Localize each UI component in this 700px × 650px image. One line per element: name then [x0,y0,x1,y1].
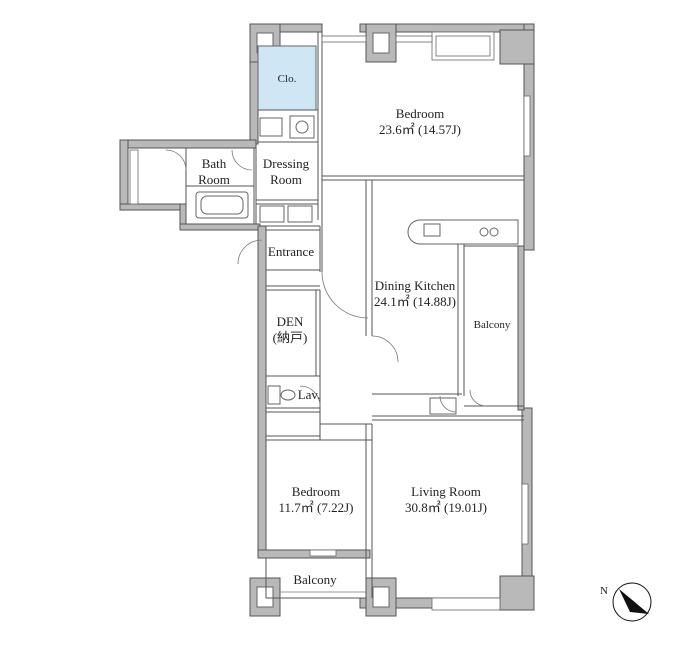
side-balcony-label: Balcony [474,319,511,331]
dressing-label-line2: Room [270,172,302,187]
den-label-line1: DEN [277,314,304,329]
bedroom-main-area: 23.6㎡ (14.57J) [379,122,461,137]
dining-kitchen-label: Dining Kitchen [375,278,456,293]
bedroom-small-area: 11.7㎡ (7.22J) [279,500,354,515]
bath-label-line2: Room [198,172,230,187]
bath-label-line1: Bath [202,156,227,171]
windows [129,31,531,611]
entrance-label: Entrance [268,244,314,259]
compass: N [600,582,652,622]
closet-label: Clo. [278,73,297,85]
dining-kitchen-area: 24.1㎡ (14.88J) [374,294,456,309]
compass-arrow-icon [619,589,649,614]
bedroom-main-label: Bedroom [396,106,444,121]
dressing-label-line1: Dressing [263,156,310,171]
interior-walls [185,32,524,599]
door-swings [165,149,487,413]
den-label-line2: (納戸) [273,330,308,345]
bedroom-small-label: Bedroom [292,484,340,499]
fixtures [195,115,519,415]
living-room-label: Living Room [411,484,481,499]
living-room-area: 30.8㎡ (19.01J) [405,500,487,515]
closet-area [257,45,317,111]
exterior-walls [119,23,535,609]
compass-north-label: N [600,585,608,597]
columns [249,23,535,617]
bottom-balcony-label: Balcony [293,572,337,587]
room-labels: Clo. Bedroom 23.6㎡ (14.57J) Bath Room Dr… [198,73,511,587]
lav-label: Lav. [298,387,321,402]
